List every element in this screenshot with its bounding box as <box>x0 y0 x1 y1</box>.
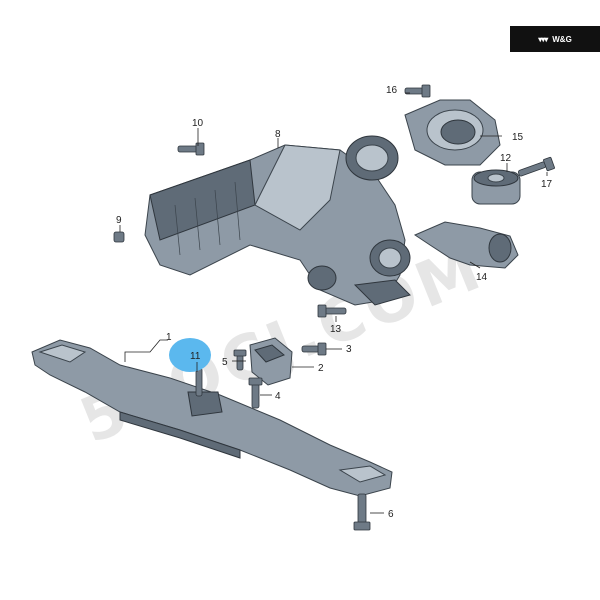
callout-11: 11 <box>190 351 201 362</box>
brand-logo-icon: ▾▾▾ <box>538 34 548 44</box>
callout-17: 17 <box>541 179 553 190</box>
callout-3: 3 <box>346 344 352 355</box>
callout-5: 5 <box>222 357 228 368</box>
bolt-6 <box>353 493 371 531</box>
mounting-bracket <box>249 337 293 386</box>
cross-member <box>31 339 393 497</box>
brand-badge: ▾▾▾ W&G <box>510 26 600 52</box>
bolt-5 <box>233 349 247 371</box>
bolt-17 <box>517 156 555 177</box>
leader-lines <box>119 92 548 514</box>
side-bracket <box>413 221 519 269</box>
callout-15: 15 <box>512 132 524 143</box>
callout-6: 6 <box>388 509 394 520</box>
bolt-3 <box>301 342 327 356</box>
callout-10: 10 <box>192 118 204 129</box>
callout-14: 14 <box>476 272 488 283</box>
rubber-bushing <box>471 169 521 205</box>
bolt-4 <box>248 377 263 409</box>
callout-labels: 16 10 8 9 15 12 17 14 13 3 2 5 4 6 1 11 <box>116 85 553 520</box>
nut-9 <box>113 231 125 243</box>
highlight-circle-11[interactable] <box>169 338 211 372</box>
callout-8: 8 <box>275 129 281 140</box>
brand-name: W&G <box>552 34 572 44</box>
callout-16: 16 <box>386 85 398 96</box>
mount-ring-bracket <box>404 99 501 166</box>
callout-13: 13 <box>330 324 342 335</box>
bolt-13 <box>317 304 347 318</box>
transfer-case-housing <box>144 135 411 306</box>
callout-4: 4 <box>275 391 281 402</box>
bolt-11 <box>195 367 203 397</box>
callout-1: 1 <box>166 332 172 343</box>
callout-9: 9 <box>116 215 122 226</box>
bolt-16 <box>404 84 431 98</box>
callout-12: 12 <box>500 153 512 164</box>
callout-2: 2 <box>318 363 324 374</box>
bolt-10 <box>177 142 205 156</box>
